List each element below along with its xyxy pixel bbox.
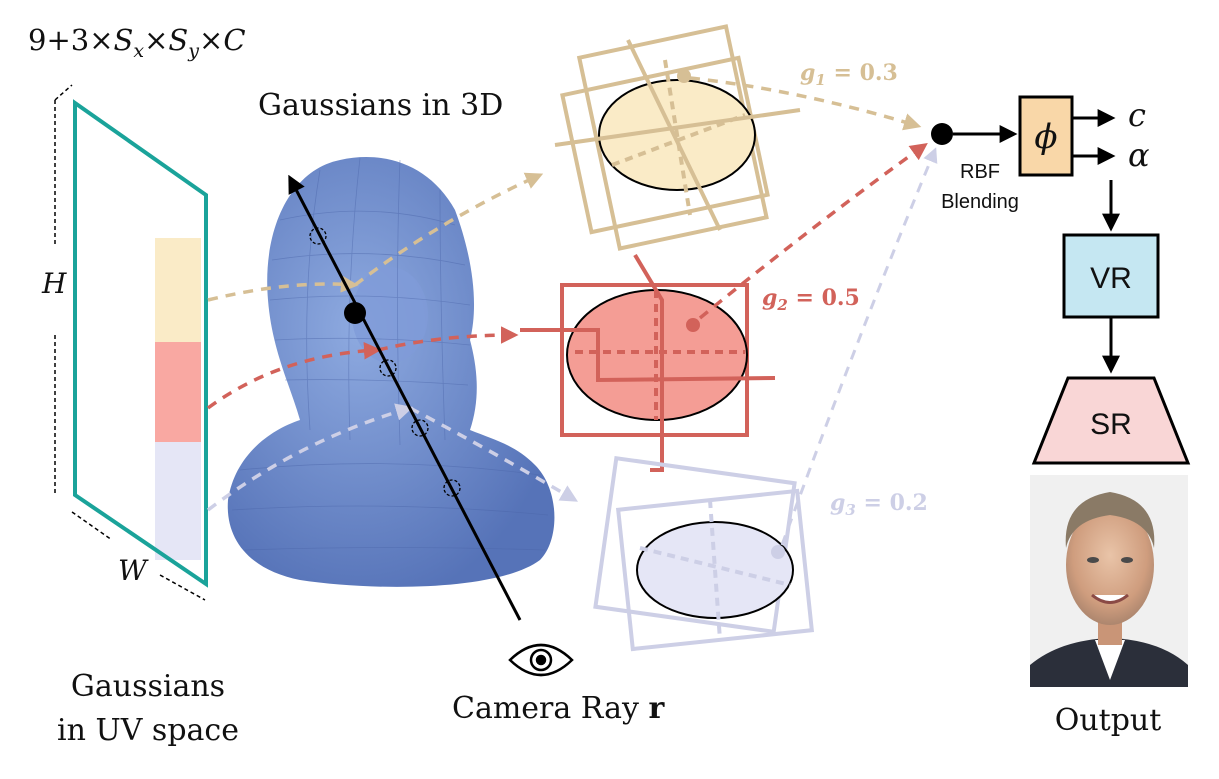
camera-ray-label: Camera Ray r — [452, 691, 665, 726]
weight-g3-label: g3 = 0.2 — [830, 490, 928, 519]
gaussian-3-to-blend-arrow — [780, 147, 938, 546]
gaussians-3d-label: Gaussians in 3D — [258, 88, 503, 123]
ray-sample-2 — [379, 359, 397, 377]
vr-label: VR — [1090, 262, 1132, 295]
uv-channel-formula: 9+3×Sx×Sy×C — [28, 23, 246, 62]
uv-to-head-arrow-red — [206, 341, 382, 410]
ray-hit-point — [344, 302, 366, 324]
phi-label: ϕ — [1034, 117, 1057, 157]
blending-node — [931, 123, 953, 145]
gaussian-1-ellipsoid — [554, 24, 801, 251]
camera-ray-line — [288, 174, 522, 621]
uv-strip-lavender — [155, 442, 201, 560]
color-output-label: c — [1128, 96, 1146, 134]
eye-icon — [508, 643, 574, 677]
gaussian-3-ellipsoid — [593, 455, 815, 652]
uv-strip-red — [155, 342, 201, 442]
uv-caption-line2: in UV space — [57, 713, 239, 748]
projection-arrows — [206, 172, 579, 512]
uv-dimension-lines — [54, 84, 206, 601]
uv-width-label: W — [118, 554, 149, 587]
camera-ray — [288, 174, 522, 621]
head-to-gaussian-arrow-yellow — [353, 172, 544, 287]
head-to-gaussian-arrow-lavender — [409, 406, 579, 502]
ray-sample-3 — [411, 419, 429, 437]
output-caption: Output — [1055, 703, 1162, 738]
vr-box — [1062, 233, 1160, 319]
rbf-label: RBF — [960, 161, 1000, 183]
gaussian-1-to-blend-arrow — [689, 76, 922, 131]
uv-strip-yellow — [155, 238, 201, 342]
phi-box — [1018, 95, 1074, 177]
uv-map — [73, 99, 208, 588]
uv-caption-line1: Gaussians — [71, 669, 225, 704]
uv-to-head-arrow-lavender — [206, 403, 414, 512]
alpha-output-label: α — [1128, 136, 1150, 174]
sr-label: SR — [1090, 408, 1132, 441]
gaussian-2-to-blend-arrow — [698, 142, 928, 320]
weight-g2-label: g2 = 0.5 — [762, 285, 860, 314]
ray-sample-1 — [309, 227, 327, 245]
gaussian-2-ellipsoid — [520, 253, 776, 472]
output-face-image — [1030, 475, 1188, 687]
ray-sample-4 — [443, 479, 461, 497]
uv-height-label: H — [41, 267, 67, 300]
uv-to-head-arrow-yellow — [207, 275, 359, 302]
weight-g1-label: g1 = 0.3 — [800, 60, 898, 89]
uv-map-frame — [73, 99, 208, 588]
sr-box — [1031, 376, 1191, 465]
blending-label: Blending — [941, 191, 1019, 213]
